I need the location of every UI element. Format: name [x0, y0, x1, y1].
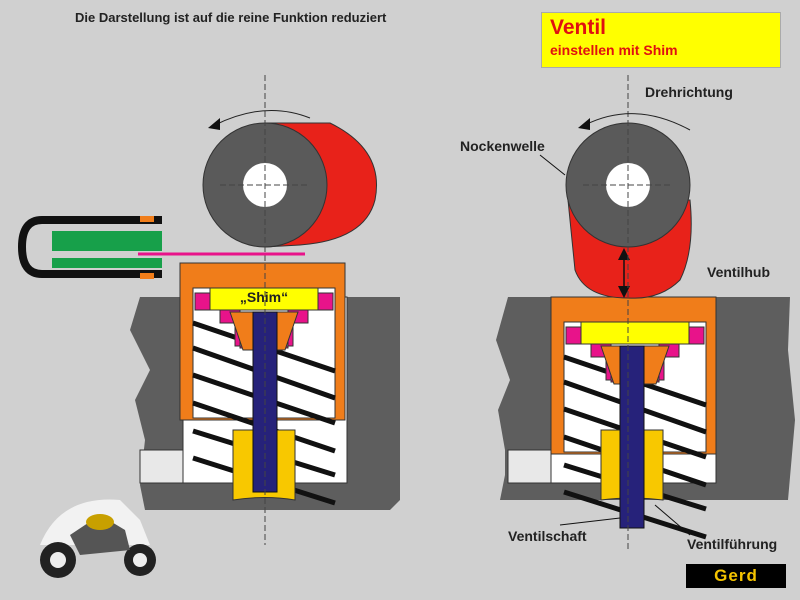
label-rotation: Drehrichtung: [645, 84, 733, 100]
logo: Gerd: [686, 564, 786, 588]
rotation-arrow-right: [584, 113, 691, 131]
title-box: Ventil einstellen mit Shim: [541, 12, 781, 68]
label-shim: „Shim“: [239, 289, 289, 305]
label-stem: Ventilschaft: [508, 528, 587, 544]
title-main: Ventil: [550, 16, 607, 39]
rotation-arrow-left: [214, 110, 311, 126]
label-lift: Ventilhub: [707, 264, 770, 280]
motorcycle-image: [40, 499, 156, 578]
label-camshaft: Nockenwelle: [460, 138, 545, 154]
feeler-gauge: [17, 216, 305, 279]
title-sub: einstellen mit Shim: [550, 42, 678, 58]
label-guide: Ventilführung: [687, 536, 778, 552]
camshaft-right: [565, 122, 692, 299]
header-caption: Die Darstellung ist auf die reine Funkti…: [75, 10, 387, 25]
valve-assembly-right: [551, 297, 716, 537]
